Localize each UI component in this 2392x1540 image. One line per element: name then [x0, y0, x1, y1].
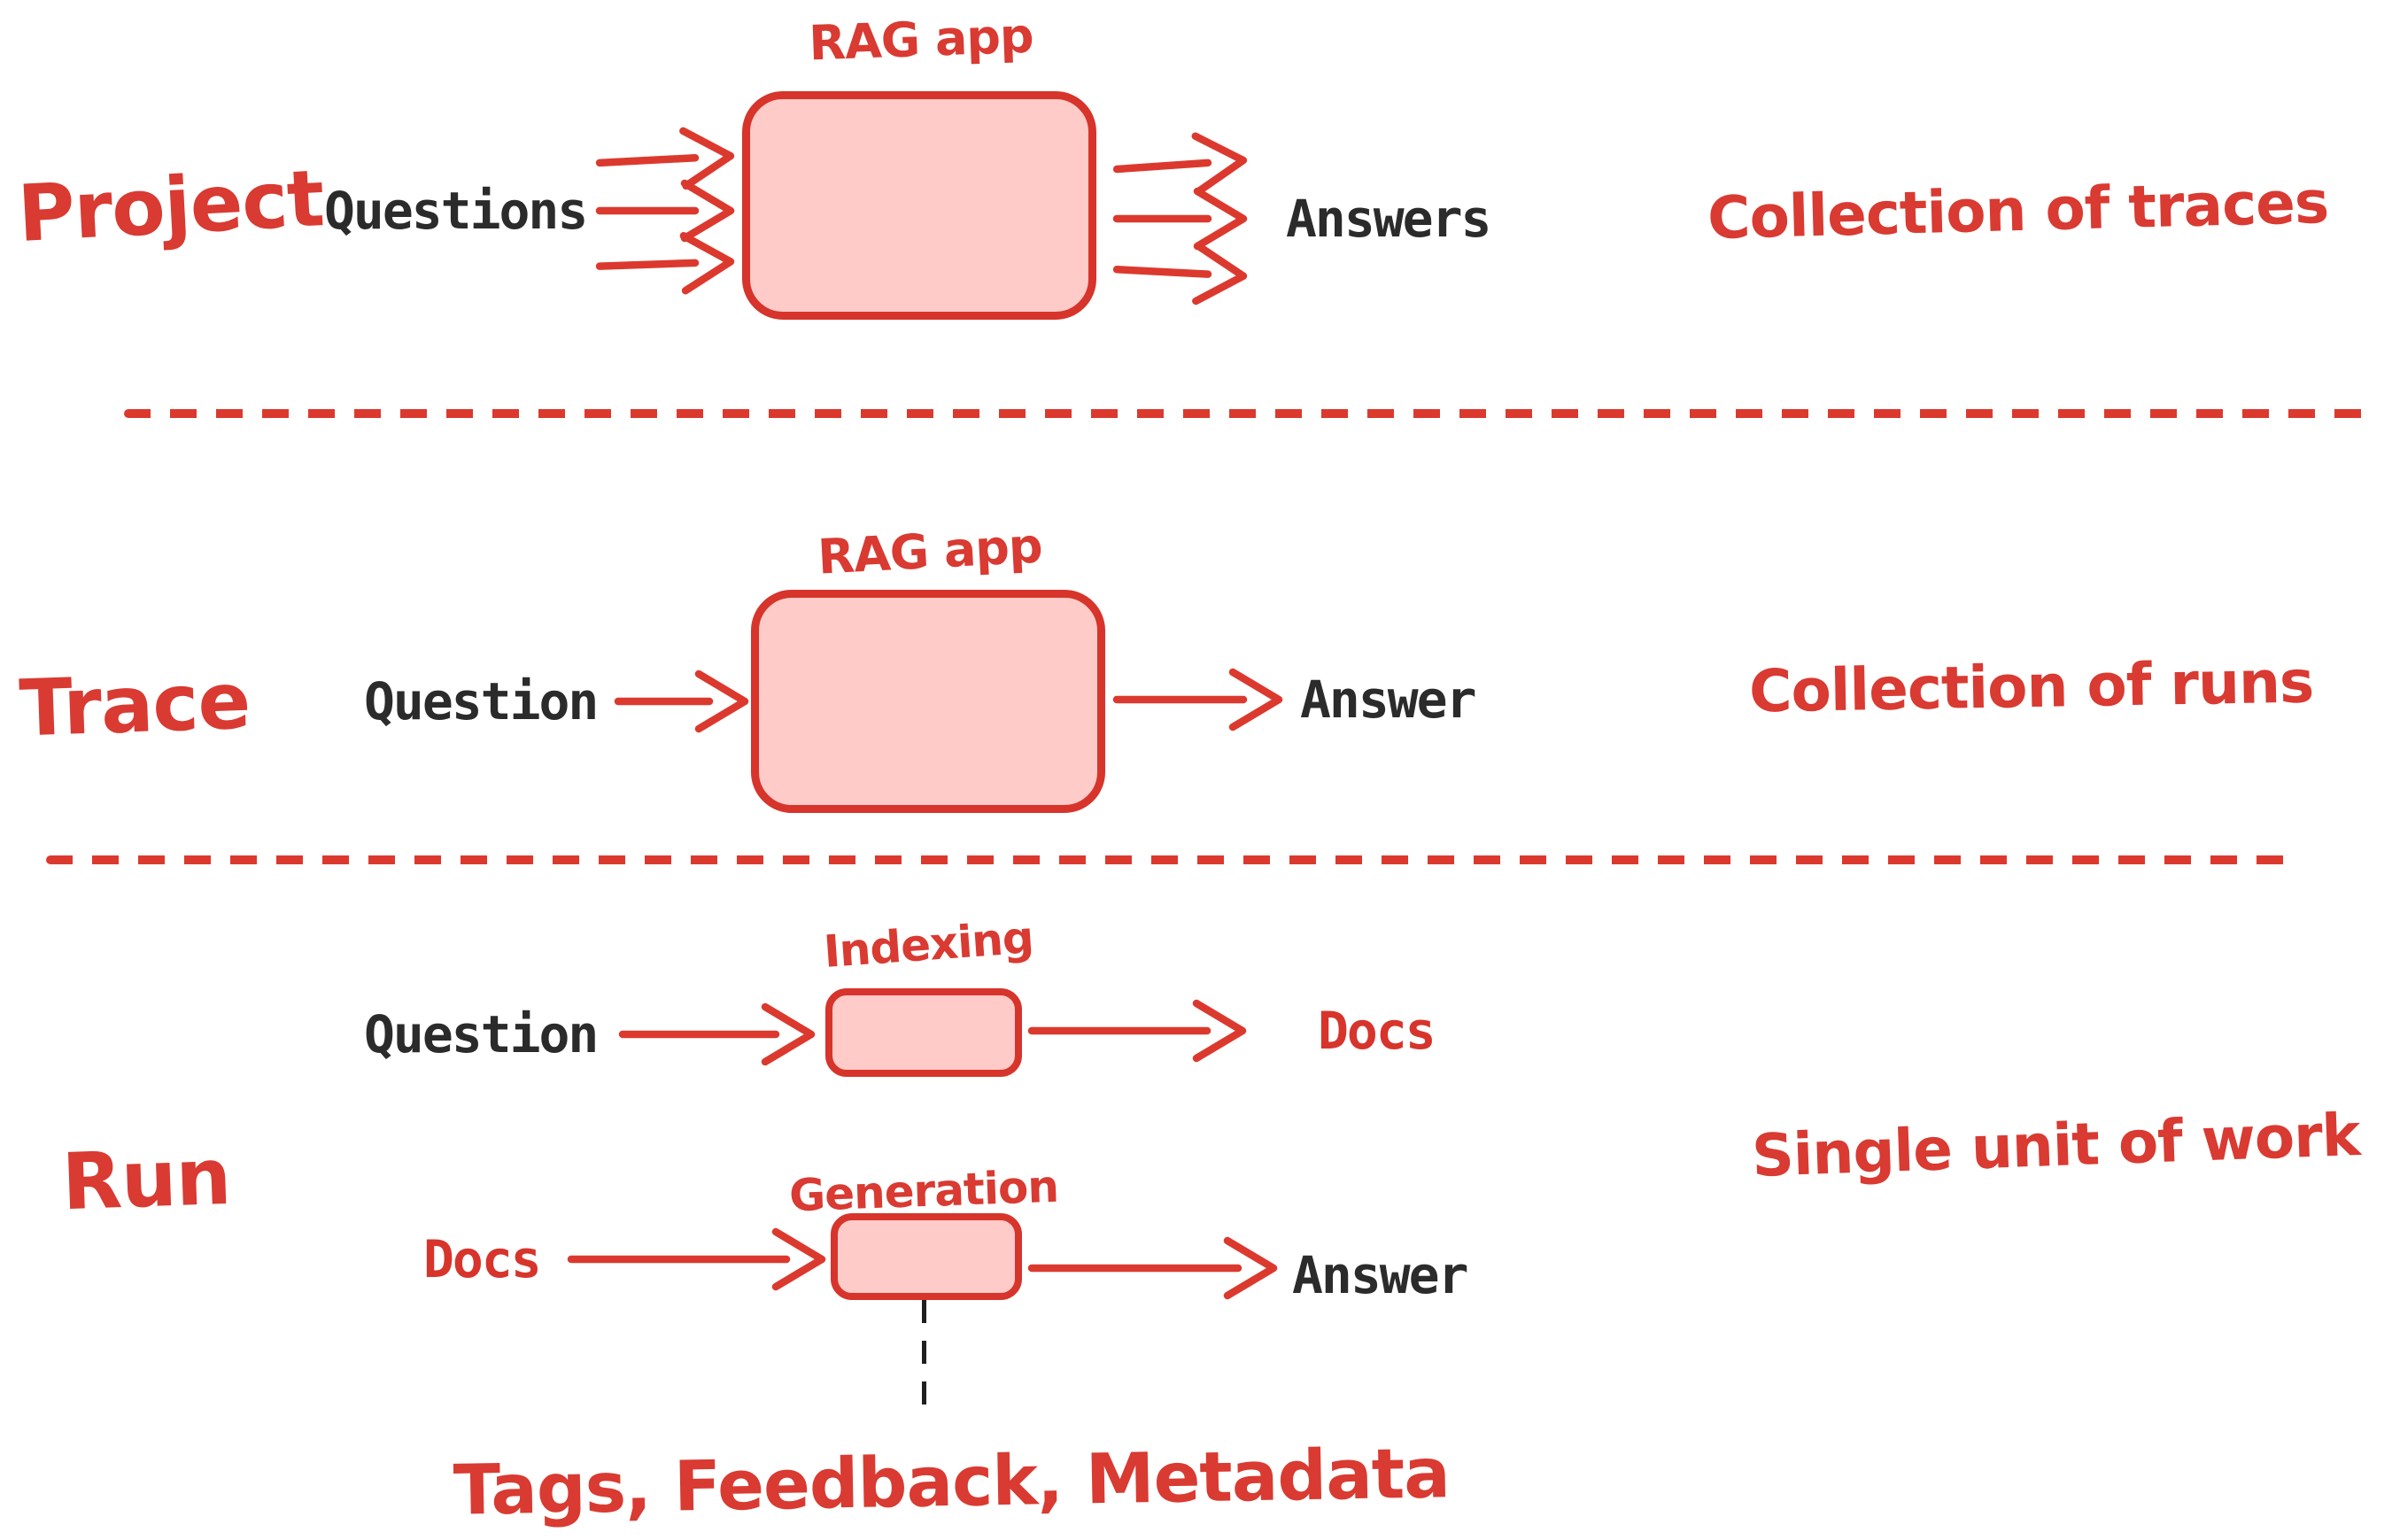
note-single-unit-of-work: Single unit of work — [1750, 1101, 2361, 1190]
box-title-rag-app-trace: RAG app — [816, 517, 1044, 585]
rag-app-box-trace — [751, 590, 1105, 813]
arrow-right-icon — [1027, 1236, 1278, 1300]
note-collection-of-runs: Collection of runs — [1748, 647, 2314, 726]
arrow-right-icon — [567, 1227, 826, 1291]
section-divider — [124, 409, 2372, 418]
arrow-right-icon — [595, 179, 735, 243]
box-title-rag-app-project: RAG app — [808, 7, 1034, 72]
row-label-project: Project — [15, 152, 326, 259]
arrow-right-icon — [595, 230, 735, 297]
arrow-right-icon — [595, 125, 735, 194]
arrow-right-icon — [1112, 238, 1248, 307]
output-label-answer-run: Answer — [1292, 1245, 1469, 1305]
output-label-answers: Answers — [1286, 189, 1491, 249]
arrow-right-icon — [1027, 999, 1247, 1063]
rag-app-box-project — [742, 91, 1096, 320]
arrow-right-icon — [614, 669, 749, 733]
generation-box — [831, 1213, 1022, 1300]
arrow-right-icon — [618, 1002, 816, 1066]
input-label-questions: Questions — [324, 181, 588, 241]
input-label-question-trace: Question — [364, 671, 599, 731]
arrow-right-icon — [1112, 668, 1283, 731]
section-divider — [46, 855, 2295, 864]
indexing-box — [825, 988, 1022, 1077]
output-label-docs: Docs — [1318, 1001, 1436, 1061]
box-title-generation: Generation — [788, 1160, 1059, 1222]
output-label-answer-trace: Answer — [1300, 669, 1477, 730]
note-collection-of-traces: Collection of traces — [1707, 167, 2330, 253]
input-label-docs: Docs — [423, 1229, 542, 1289]
input-label-question-run: Question — [364, 1004, 599, 1064]
annotation-tags-feedback-metadata: Tags, Feedback, Metadata — [453, 1434, 1451, 1531]
dashed-connector — [922, 1300, 926, 1419]
row-label-trace: Trace — [18, 654, 252, 755]
box-title-indexing: Indexing — [822, 911, 1035, 978]
arrow-right-icon — [1112, 187, 1248, 251]
arrow-right-icon — [1112, 129, 1250, 200]
row-label-run: Run — [60, 1130, 232, 1228]
